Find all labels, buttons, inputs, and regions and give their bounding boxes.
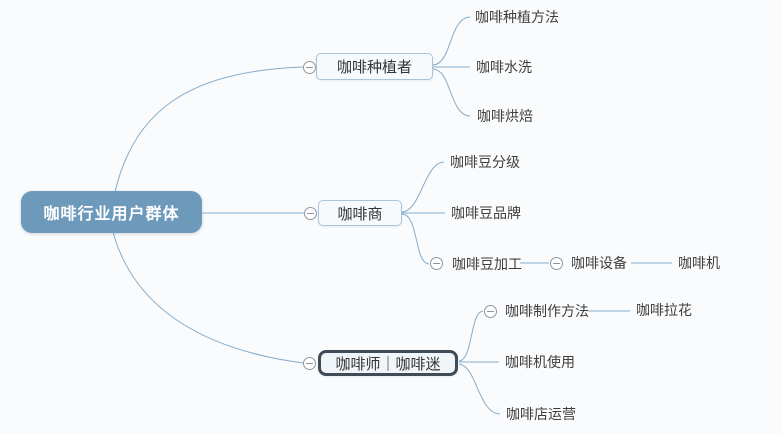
minus-glyph [487, 310, 494, 313]
topic-machine-usage[interactable]: 咖啡机使用 [505, 354, 575, 370]
collapse-minus-icon-growers[interactable] [303, 61, 316, 74]
edge-growers-to-planting [432, 16, 471, 66]
topic-bean-brands[interactable]: 咖啡豆品牌 [451, 205, 521, 221]
topic-brewing-methods[interactable]: 咖啡制作方法 [505, 303, 589, 319]
topic-bean-processing[interactable]: 咖啡豆加工 [452, 256, 522, 272]
root-topic[interactable]: 咖啡行业用户群体 [21, 191, 202, 233]
topic-washed-process[interactable]: 咖啡水洗 [476, 59, 532, 75]
edge-merchants-to-grading [401, 161, 445, 213]
topic-coffee-growers[interactable]: 咖啡种植者 [316, 53, 433, 80]
collapse-minus-icon-brewing-methods[interactable] [484, 305, 497, 318]
topic-bean-grading[interactable]: 咖啡豆分级 [450, 154, 520, 170]
collapse-minus-icon-merchants[interactable] [304, 207, 317, 220]
topic-coffee-merchants[interactable]: 咖啡商 [318, 200, 402, 226]
topic-planting-methods[interactable]: 咖啡种植方法 [475, 9, 559, 25]
edge-merchants-to-processing [401, 213, 430, 265]
collapse-minus-icon-bean-processing[interactable] [430, 257, 443, 270]
topic-baristas-coffee-fans[interactable]: 咖啡师｜咖啡迷 [318, 350, 458, 376]
minus-glyph [433, 262, 440, 265]
edge-baristas-to-shopops [458, 363, 501, 415]
minus-glyph [553, 262, 560, 265]
minus-glyph [307, 212, 314, 215]
topic-shop-operations[interactable]: 咖啡店运营 [506, 406, 576, 422]
edge-baristas-to-brewing [458, 310, 484, 362]
topic-coffee-equipment[interactable]: 咖啡设备 [571, 255, 627, 271]
topic-coffee-machine[interactable]: 咖啡机 [678, 255, 720, 271]
edge-root-to-baristas [112, 231, 304, 364]
collapse-minus-icon-equipment[interactable] [550, 257, 563, 270]
edge-growers-to-roasting [432, 68, 471, 117]
edge-root-to-growers [114, 66, 304, 193]
topic-latte-art[interactable]: 咖啡拉花 [636, 302, 692, 318]
collapse-minus-icon-baristas[interactable] [303, 357, 316, 370]
minus-glyph [306, 66, 313, 69]
topic-roasting[interactable]: 咖啡烘焙 [477, 108, 533, 124]
minus-glyph [306, 362, 313, 365]
